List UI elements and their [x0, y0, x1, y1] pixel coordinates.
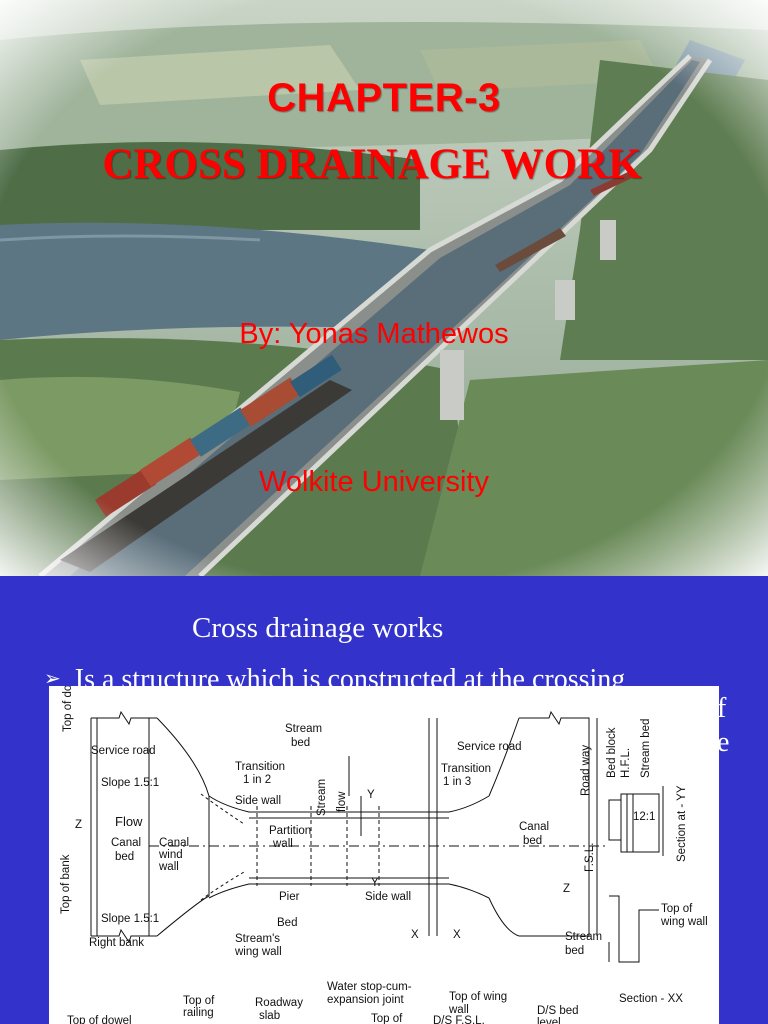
label-flow: Flow — [115, 814, 143, 829]
label-right-bank: Right bank — [89, 937, 144, 949]
label-ratio: 12:1 — [633, 811, 655, 823]
drawing-svg: Top of dowel Service road Slope 1.5:1 Fl… — [60, 686, 708, 1024]
label-fsl: F.S.L. — [584, 843, 596, 872]
bullet-overflow: f e — [717, 692, 729, 760]
label-flow-vertical: flow — [336, 791, 348, 812]
label-service-road-right: Service road — [457, 741, 522, 753]
label-y-top: Y — [367, 789, 375, 801]
label-z-left: Z — [75, 819, 82, 831]
bullet-arrow-icon: ➢ — [44, 666, 61, 690]
label-ds-fsl: D/S F.S.L. — [433, 1015, 485, 1024]
label-stream-vertical: Stream — [316, 779, 328, 816]
label-slope-top: Slope 1.5:1 — [101, 777, 159, 789]
slide-heading: Cross drainage works — [192, 612, 444, 644]
label-section-xx: Section - XX — [619, 993, 683, 1005]
bullet-tail-1: f — [717, 693, 727, 724]
bullet-tail-2: e — [717, 727, 730, 758]
content-slide: Cross drainage works ➢Is a structure whi… — [0, 576, 768, 1024]
label-road-way: Road way — [580, 745, 592, 796]
label-side-wall-top: Side wall — [235, 795, 281, 807]
label-top-of-bank: Top of bank — [60, 854, 72, 914]
aqueduct-photo — [0, 0, 768, 576]
label-x-right: X — [453, 929, 461, 941]
label-top-of-dowel: Top of dowel — [62, 686, 74, 732]
label-y-bottom: Y — [371, 877, 379, 889]
label-z-right: Z — [563, 883, 570, 895]
institution-line: Wolkite University — [259, 466, 489, 498]
chapter-title: CROSS DRAINAGE WORK — [102, 141, 642, 188]
label-top-of-dowel-bottom: Top of dowel — [67, 1015, 132, 1024]
label-service-road-left: Service road — [91, 745, 156, 757]
author-line: By: Yonas Mathewos — [239, 318, 509, 350]
label-water-stop: Water stop-cum-expansion joint — [327, 981, 412, 1006]
label-bed: Bed — [277, 917, 297, 929]
title-slide: CHAPTER-3 CROSS DRAINAGE WORK By: Yonas … — [0, 0, 768, 576]
label-slope-bottom: Slope 1.5:1 — [101, 913, 159, 925]
label-top-of: Top of — [371, 1013, 403, 1024]
label-x-left: X — [411, 929, 419, 941]
label-section-yy: Section at - YY — [676, 785, 688, 862]
label-stream-bed-section: Stream bed — [640, 719, 652, 778]
label-pier: Pier — [279, 891, 300, 903]
chapter-heading: CHAPTER-3 — [267, 76, 501, 120]
label-bed-block: Bed block — [606, 727, 618, 778]
label-side-wall-bottom: Side wall — [365, 891, 411, 903]
label-hfl: H.F.L. — [620, 748, 632, 778]
aqueduct-plan-drawing: Top of dowel Service road Slope 1.5:1 Fl… — [49, 686, 719, 1024]
